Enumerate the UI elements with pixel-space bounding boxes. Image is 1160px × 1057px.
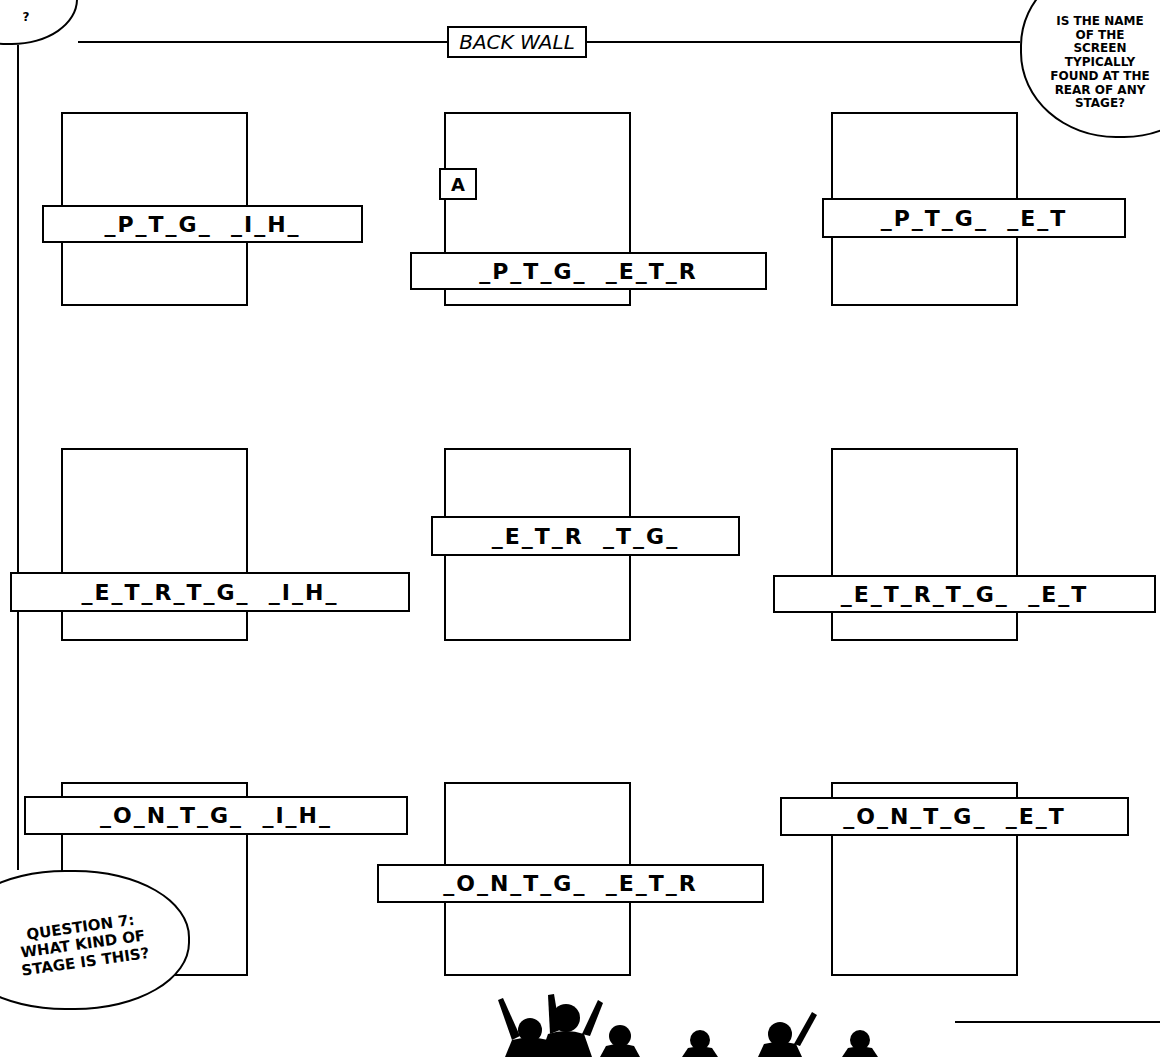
label-text: A (451, 174, 465, 195)
wall-label: BACK WALL (447, 26, 587, 58)
question-text: IS THE NAME OF THE SCREEN TYPICALLY FOUN… (1048, 15, 1152, 112)
label-text: _P_T_G_ _E_T_R (479, 259, 697, 284)
area-label: _E_T_R_T_G_ _E_T (773, 575, 1156, 613)
label-text: BACK WALL (459, 30, 575, 54)
speech-bubble: QUESTION 7: WHAT KIND OF STAGE IS THIS? (0, 870, 190, 1010)
crowd-silhouette (498, 994, 878, 1057)
label-text: _E_T_R _T_G_ (492, 524, 679, 549)
label-text: _O_N_T_G_ _I_H_ (100, 803, 332, 828)
label-text: _P_T_G_ _E_T (881, 206, 1068, 231)
speech-bubble: IS THE NAME OF THE SCREEN TYPICALLY FOUN… (1020, 0, 1160, 138)
area-label: _E_T_R_T_G_ _I_H_ (10, 572, 410, 612)
area-label: _O_N_T_G_ _I_H_ (24, 796, 408, 835)
connector-line (587, 41, 1020, 43)
connector-line (17, 45, 19, 870)
area-label: _P_T_G_ _E_T_R (410, 252, 767, 290)
area-label: _O_N_T_G_ _E_T_R (377, 864, 764, 903)
connector-line (78, 41, 447, 43)
label-text: _P_T_G_ _I_H_ (104, 212, 300, 237)
label-text: _E_T_R_T_G_ _E_T (841, 582, 1088, 607)
area-label: _E_T_R _T_G_ (431, 516, 740, 556)
area-label: _P_T_G_ _E_T (822, 198, 1126, 238)
question-text: ? (23, 11, 30, 25)
area-label: _P_T_G_ _I_H_ (42, 205, 363, 243)
area-label: _O_N_T_G_ _E_T (780, 797, 1129, 836)
label-text: _E_T_R_T_G_ _I_H_ (82, 580, 339, 605)
edge-line (955, 1021, 1160, 1023)
question-text: QUESTION 7: WHAT KIND OF STAGE IS THIS? (10, 910, 156, 981)
label-text: _O_N_T_G_ _E_T_R (443, 871, 697, 896)
speech-bubble: ? (0, 0, 78, 45)
label-text: _O_N_T_G_ _E_T (843, 804, 1066, 829)
area-tag: A (439, 168, 477, 200)
